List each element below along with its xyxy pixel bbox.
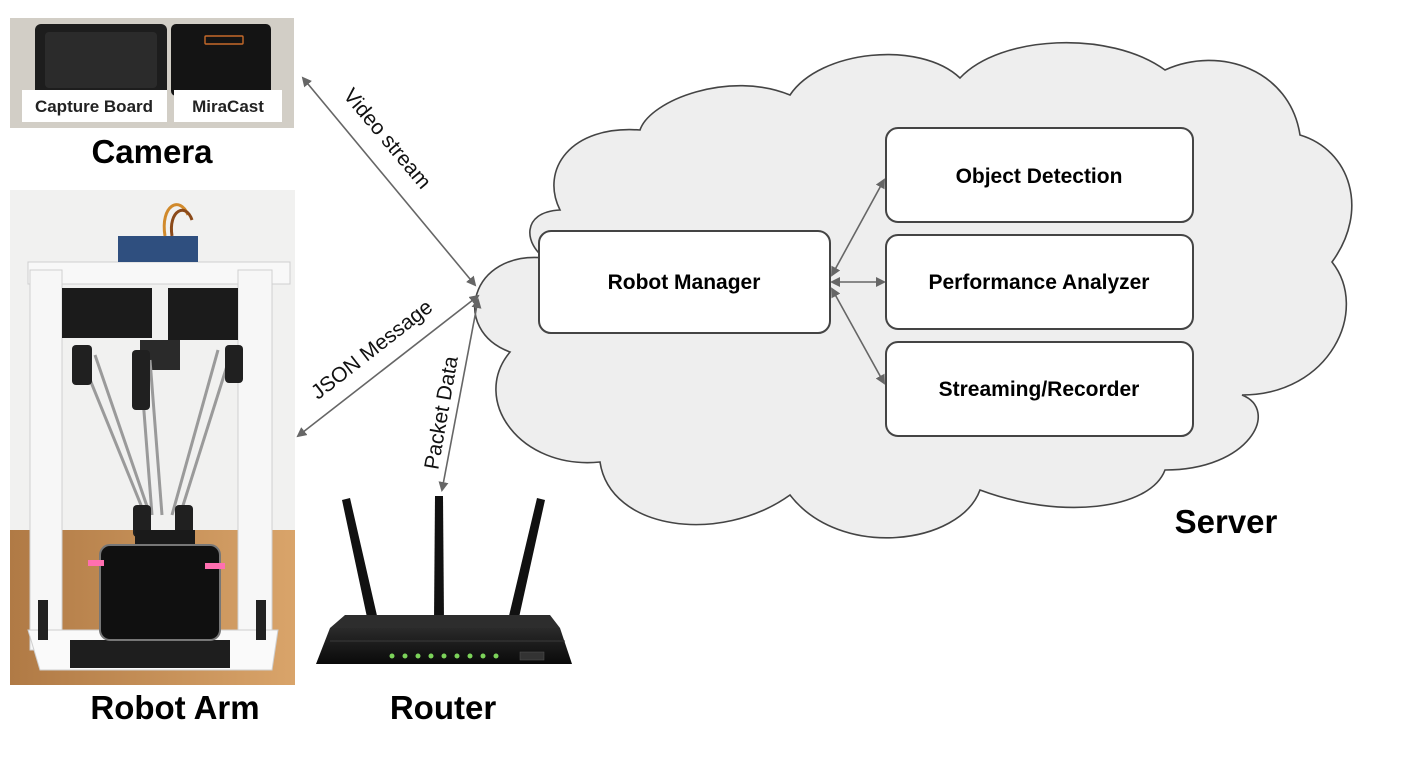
object-detection-label: Object Detection [956,165,1123,188]
edge-video-stream: Video stream [301,76,477,287]
router-label: Router [390,689,496,726]
performance-analyzer-box: Performance Analyzer [885,234,1194,330]
camera-label: Camera [91,133,213,170]
miracast-caption: MiraCast [192,97,264,116]
server-label: Server [1175,503,1278,540]
edge-manager-streaming [831,287,885,385]
router-antennas [342,496,545,622]
performance-analyzer-label: Performance Analyzer [929,271,1150,294]
object-detection-box: Object Detection [885,127,1194,223]
robot-arm-photo [10,190,295,685]
router-image [316,496,572,664]
streaming-recorder-box: Streaming/Recorder [885,341,1194,437]
camera-photo: Capture Board MiraCast [10,18,294,128]
edge-manager-object-detection [831,178,885,277]
streaming-recorder-label: Streaming/Recorder [939,378,1140,401]
capture-board-device [35,24,167,96]
robot-manager-box: Robot Manager [538,230,831,334]
router-leds [389,653,499,659]
capture-board-caption: Capture Board [35,97,153,116]
internal-edges [830,178,886,385]
edge-packet-data: Packet Data [420,298,482,492]
robot-arm-label: Robot Arm [90,689,259,726]
miracast-device [171,24,271,96]
robot-manager-label: Robot Manager [608,271,761,294]
json-message-label: JSON Message [307,296,437,405]
